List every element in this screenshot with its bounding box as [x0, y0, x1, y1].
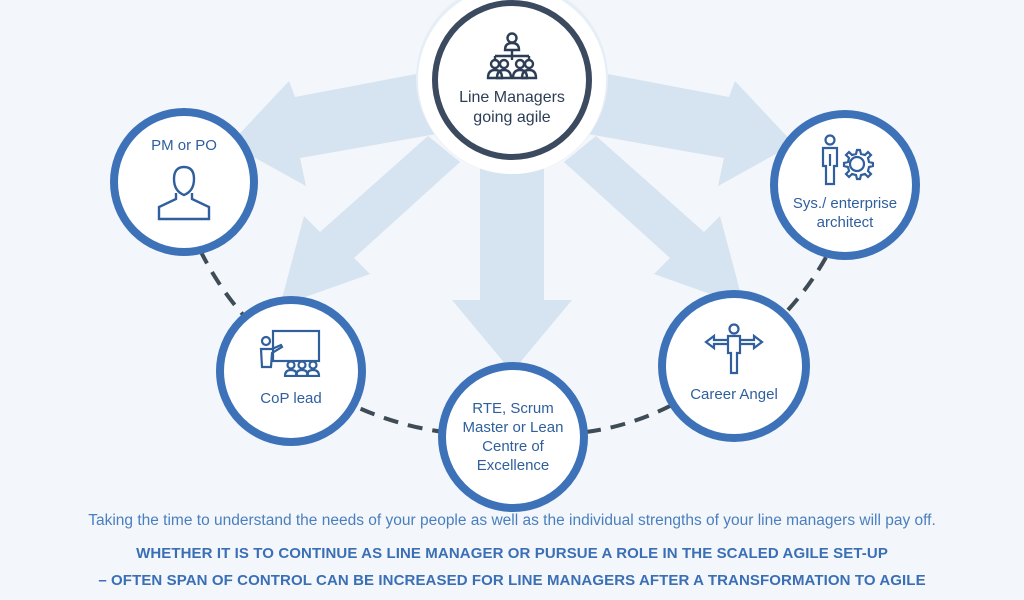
person-bust-icon	[157, 165, 211, 220]
rte-label-line3: Centre of	[482, 438, 544, 455]
connector-career-to-architect	[786, 245, 834, 312]
radiating-arrows	[230, 71, 794, 372]
node-career-angel[interactable]: Career Angel	[658, 290, 810, 442]
connector-rte-to-career	[585, 393, 692, 434]
arrow-to-architect	[582, 71, 794, 186]
center-label-line2: going agile	[473, 109, 551, 126]
rte-label-line2: Master or Lean	[462, 419, 564, 436]
center-node-line-managers[interactable]: Line Managers going agile	[432, 0, 592, 160]
arrow-to-cop	[280, 136, 460, 306]
presenter-board-icon	[259, 329, 321, 377]
architect-label-line1: Sys./ enterprise	[792, 195, 898, 212]
caption-headline-line1: WHETHER IT IS TO CONTINUE AS LINE MANAGE…	[136, 545, 888, 562]
arrow-to-pm	[230, 71, 442, 186]
node-architect-label: Sys./ enterprise architect	[793, 194, 897, 232]
node-enterprise-architect[interactable]: Sys./ enterprise architect	[770, 110, 920, 260]
arrow-to-career	[564, 136, 744, 306]
career-label-line1: Career Angel	[690, 385, 778, 403]
arrow-to-rte	[452, 150, 572, 372]
caption-intro-text: Taking the time to understand the needs …	[88, 512, 936, 529]
node-cop-lead[interactable]: CoP lead	[216, 296, 366, 446]
center-label-line1: Line Managers	[459, 89, 565, 106]
person-gear-icon	[821, 134, 874, 186]
node-pm-label: PM or PO	[151, 136, 217, 155]
person-signpost-icon	[704, 322, 764, 374]
node-rte-scrum-master[interactable]: RTE, Scrum Master or Lean Centre of Exce…	[438, 362, 588, 512]
center-node-label: Line Managers going agile	[459, 88, 565, 128]
pm-label-line1: PM or PO	[151, 136, 217, 154]
architect-label-line2: architect	[816, 214, 874, 231]
team-hierarchy-icon	[486, 32, 538, 80]
node-career-label: Career Angel	[690, 385, 778, 404]
connector-pm-to-cop	[198, 249, 248, 320]
rte-label-line1: RTE, Scrum	[472, 400, 554, 417]
node-cop-label: CoP lead	[260, 389, 321, 408]
node-rte-label: RTE, Scrum Master or Lean Centre of Exce…	[463, 399, 564, 475]
node-pm-or-po[interactable]: PM or PO	[110, 108, 258, 256]
caption-headline-line2: – OFTEN SPAN OF CONTROL CAN BE INCREASED…	[98, 572, 926, 589]
cop-label-line1: CoP lead	[260, 389, 322, 407]
rte-label-line4: Excellence	[476, 457, 550, 474]
